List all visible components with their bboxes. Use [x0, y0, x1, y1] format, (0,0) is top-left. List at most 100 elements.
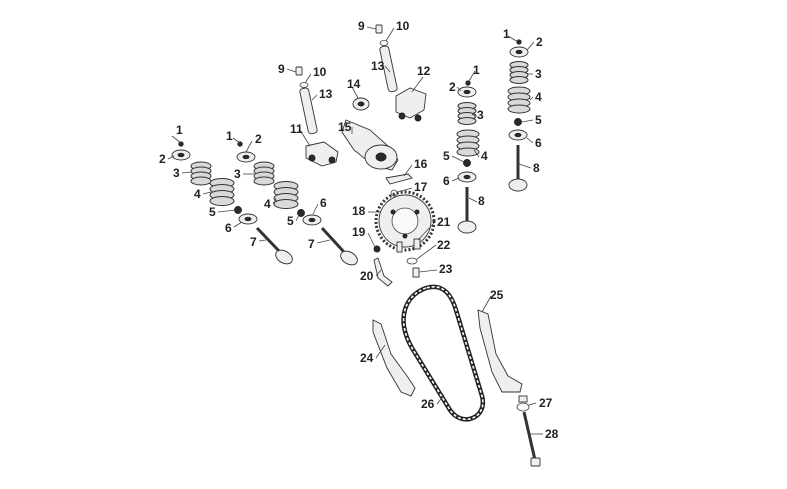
callout-5: 5 — [443, 149, 450, 163]
rocker-shaft-left — [299, 87, 318, 135]
callout-labels: 1 2 3 4 5 6 7 1 2 3 4 5 6 7 9 10 13 11 9… — [159, 19, 559, 441]
callout-2: 2 — [159, 152, 166, 166]
cam-chain-tensioner-guide — [477, 309, 523, 393]
callout-2: 2 — [255, 132, 262, 146]
callout-7: 7 — [308, 237, 315, 251]
valve-stem-seal-middle — [463, 159, 471, 167]
callout-5: 5 — [209, 205, 216, 219]
valve-collet-middle — [465, 80, 471, 86]
rocker-shaft-assembly-right — [375, 24, 427, 122]
rocker-arm-right — [395, 87, 427, 119]
callout-18: 18 — [352, 204, 366, 218]
callout-4: 4 — [194, 187, 201, 201]
callout-2: 2 — [536, 35, 543, 49]
valve-assembly-middle — [456, 80, 480, 234]
callout-6: 6 — [443, 174, 450, 188]
valve-collet-right — [516, 39, 522, 45]
callout-24: 24 — [360, 351, 374, 365]
valve-spring-middle-inner — [456, 129, 480, 157]
valve-stem-seal-right — [514, 118, 522, 126]
callout-17: 17 — [414, 180, 428, 194]
valve-middle — [457, 187, 477, 234]
callout-21: 21 — [437, 215, 451, 229]
callout-10: 10 — [396, 19, 410, 33]
valve-spring-left-b-outer — [253, 161, 275, 186]
rocker-bolt-right — [375, 24, 383, 34]
callout-3: 3 — [173, 166, 180, 180]
callout-6: 6 — [225, 221, 232, 235]
decompressor-lever — [385, 173, 413, 185]
valve-collet-left-a — [178, 141, 184, 147]
callout-13: 13 — [371, 59, 385, 73]
callout-2: 2 — [449, 80, 456, 94]
cam-sprocket — [374, 190, 436, 252]
callout-1: 1 — [503, 27, 510, 41]
callout-22: 22 — [437, 238, 451, 252]
rocker-shaft-assembly-left — [295, 66, 339, 167]
callout-4: 4 — [264, 197, 271, 211]
callout-23: 23 — [439, 262, 453, 276]
callout-6: 6 — [320, 196, 327, 210]
callout-26: 26 — [421, 397, 435, 411]
callout-9: 9 — [278, 62, 285, 76]
valve-spring-left-a-outer — [190, 161, 212, 186]
callout-8: 8 — [478, 194, 485, 208]
callout-3: 3 — [535, 67, 542, 81]
callout-12: 12 — [417, 64, 431, 78]
valve-left-b — [320, 226, 358, 266]
valve-right — [508, 145, 528, 192]
callout-1: 1 — [473, 63, 480, 77]
valve-spring-right-inner — [507, 86, 531, 114]
callout-4: 4 — [481, 149, 488, 163]
callout-1: 1 — [226, 129, 233, 143]
callout-25: 25 — [490, 288, 504, 302]
cam-chain-guide — [372, 319, 416, 397]
callout-3: 3 — [477, 108, 484, 122]
valve-left-a — [255, 226, 293, 265]
tensioner-plunger — [373, 245, 381, 253]
valve-assembly-right — [507, 39, 531, 192]
rocker-washer-right — [379, 40, 389, 46]
valve-spring-middle-outer — [457, 102, 477, 125]
leader-lines — [167, 26, 543, 435]
sprocket-washer — [406, 257, 418, 265]
rocker-shaft-right — [379, 45, 398, 93]
callout-10: 10 — [313, 65, 327, 79]
rocker-bolt-left — [295, 66, 303, 76]
callout-3: 3 — [234, 167, 241, 181]
guide-bolt — [518, 395, 541, 467]
callout-7: 7 — [250, 235, 257, 249]
callout-20: 20 — [360, 269, 374, 283]
callout-5: 5 — [535, 113, 542, 127]
callout-1: 1 — [176, 123, 183, 137]
callout-4: 4 — [535, 90, 542, 104]
callout-28: 28 — [545, 427, 559, 441]
sprocket-bolt — [396, 241, 403, 253]
cam-chain — [401, 284, 486, 422]
callout-5: 5 — [287, 214, 294, 228]
callout-13: 13 — [319, 87, 333, 101]
guide-washer — [516, 402, 530, 412]
valve-assembly-left-b — [236, 141, 358, 266]
callout-9: 9 — [358, 19, 365, 33]
camshaft-assembly — [341, 97, 399, 171]
callout-15: 15 — [338, 120, 352, 134]
callout-8: 8 — [533, 161, 540, 175]
callout-11: 11 — [290, 122, 303, 136]
cam-chain-tensioner — [373, 257, 393, 287]
valve-collet-left-b — [237, 141, 243, 147]
sprocket-retaining-bolt — [412, 267, 420, 278]
valve-stem-seal-left-b — [297, 209, 305, 217]
rocker-washer-left — [299, 82, 309, 88]
callout-6: 6 — [535, 136, 542, 150]
tensioner-bolt — [413, 238, 421, 250]
valve-spring-right-outer — [509, 61, 529, 84]
valve-spring-left-b-inner — [273, 181, 299, 209]
callout-19: 19 — [352, 225, 366, 239]
valve-assembly-left-a — [171, 141, 293, 265]
callout-27: 27 — [539, 396, 553, 410]
callout-14: 14 — [347, 77, 361, 91]
callout-16: 16 — [414, 157, 428, 171]
valve-spring-left-a-inner — [209, 178, 235, 206]
